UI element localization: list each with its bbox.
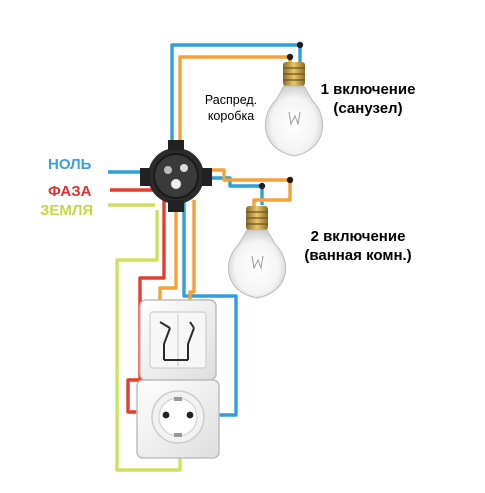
bulb1-label: 1 включение (санузел) [314, 80, 422, 118]
switch-contact-2 [187, 327, 195, 360]
earth-wire-socket [115, 210, 182, 472]
null-wire-bulb1 [170, 43, 302, 150]
terminal-dots [258, 41, 304, 190]
junction-box-label-line2: коробка [207, 109, 255, 123]
null-wire-socket [182, 196, 238, 417]
bulb2-label-line1: 2 включение [310, 228, 406, 245]
junction-box-label-line1: Распред. [204, 93, 258, 107]
bulb-1 [264, 62, 324, 157]
bulb2-label-line2: (ванная комн.) [304, 247, 412, 264]
double-switch [139, 299, 217, 381]
earth-wires [108, 203, 182, 472]
bulb2-label: 2 включение (ванная комн.) [296, 227, 420, 265]
bulb1-label-line1: 1 включение [320, 81, 416, 98]
phase-wire-label: ФАЗА [48, 183, 92, 200]
earth-wire-label: ЗЕМЛЯ [40, 202, 94, 219]
null-wire-label: НОЛЬ [48, 156, 92, 173]
bulb1-label-line2: (санузел) [333, 100, 403, 117]
switch-contact-1 [163, 327, 171, 360]
junction-box-label: Распред. коробка [196, 92, 266, 124]
bulb-2 [227, 206, 287, 299]
junction-box [140, 140, 212, 212]
null-wire-bulb2 [200, 176, 264, 205]
power-socket [136, 379, 220, 459]
